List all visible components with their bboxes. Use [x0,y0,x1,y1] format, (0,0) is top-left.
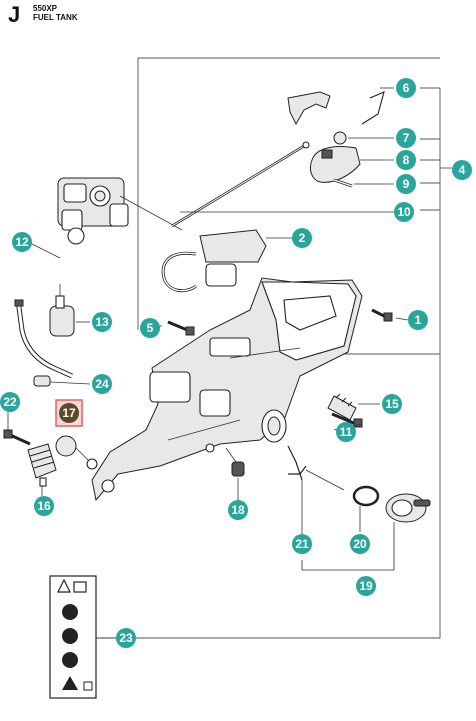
callout-4[interactable]: 4 [452,160,472,180]
svg-text:23: 23 [119,631,133,645]
svg-text:2: 2 [299,231,306,245]
svg-text:6: 6 [403,81,410,95]
tank-vent-valve [33,375,51,387]
callout-7[interactable]: 7 [396,128,416,148]
svg-text:4: 4 [459,163,466,177]
diagram-title: FUEL TANK [33,13,78,22]
screw-11 [331,412,363,428]
callout-2[interactable]: 2 [292,228,312,248]
svg-text:19: 19 [359,579,373,593]
svg-text:22: 22 [3,395,17,409]
throttle-lockout [309,146,361,183]
callout-5[interactable]: 5 [140,318,160,338]
callout-11[interactable]: 11 [336,422,356,442]
damper-spring-16 [27,443,57,487]
svg-text:11: 11 [340,425,353,439]
callout-17[interactable]: 17 [59,403,79,423]
screw-1 [371,308,393,322]
svg-text:20: 20 [353,537,367,551]
retainer-strap [287,445,345,491]
damper-spring-15 [327,393,357,421]
callout-19[interactable]: 19 [356,576,376,596]
callout-21[interactable]: 21 [292,534,312,554]
callout-12[interactable]: 12 [12,232,32,252]
svg-text:10: 10 [397,205,411,219]
svg-text:7: 7 [403,131,410,145]
svg-text:24: 24 [95,377,109,391]
svg-text:21: 21 [295,537,309,551]
svg-text:9: 9 [403,177,410,191]
fuel-cap [385,493,431,523]
svg-text:13: 13 [95,315,109,329]
svg-text:15: 15 [385,397,399,411]
carburetor-assembly [57,177,183,245]
vent-hose [14,299,74,379]
control-rod [171,141,310,228]
callout-13[interactable]: 13 [92,312,112,332]
fuel-filter [49,284,75,337]
callout-10[interactable]: 10 [394,202,414,222]
screw-5 [167,320,195,336]
callout-16[interactable]: 16 [34,496,54,516]
screw-22 [3,429,31,446]
callout-1[interactable]: 1 [408,310,428,330]
callout-9[interactable]: 9 [396,174,416,194]
svg-text:12: 12 [15,235,29,249]
callout-18[interactable]: 18 [228,500,248,520]
callout-20[interactable]: 20 [350,534,370,554]
svg-text:1: 1 [415,313,422,327]
callout-6[interactable]: 6 [396,78,416,98]
callout-23[interactable]: 23 [116,628,136,648]
rubber-buffer [55,435,98,470]
pivot-pin [333,178,353,188]
trigger-spring [333,91,385,145]
svg-text:8: 8 [403,153,410,167]
model-name: 550XP [33,4,58,13]
svg-text:16: 16 [37,499,51,513]
section-letter: J [8,2,21,27]
callout-22[interactable]: 22 [0,392,20,412]
o-ring [352,485,380,507]
fuel-hose [20,220,90,291]
air-filter-holder [161,229,267,293]
svg-text:5: 5 [147,321,154,335]
throttle-trigger [287,91,331,126]
callout-24[interactable]: 24 [92,374,112,394]
callout-8[interactable]: 8 [396,150,416,170]
rubber-plug [225,447,245,477]
fuel-tank-housing [91,277,363,502]
warning-label-sheet [49,575,97,699]
svg-text:18: 18 [231,503,245,517]
svg-text:17: 17 [62,406,76,420]
callout-15[interactable]: 15 [382,394,402,414]
